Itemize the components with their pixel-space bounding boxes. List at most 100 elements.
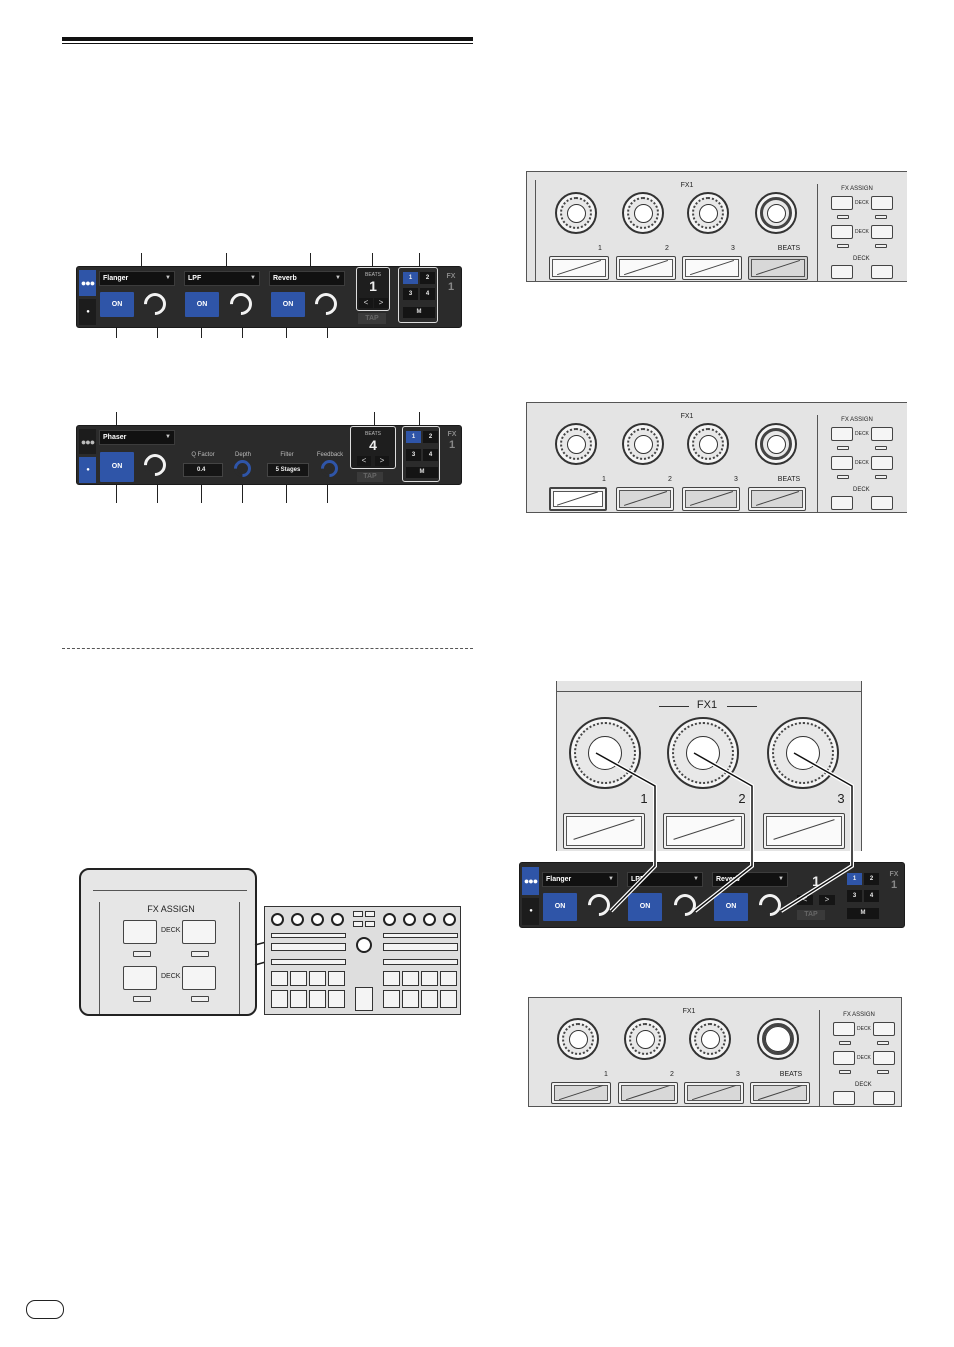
- param-value-1[interactable]: 0.4: [183, 463, 223, 477]
- effect-on-button-3[interactable]: ON: [714, 893, 748, 921]
- mode-multi-button[interactable]: ●●●: [79, 270, 96, 296]
- fx-assign-deck1-button[interactable]: [831, 427, 853, 441]
- beats-left-button[interactable]: <: [359, 298, 373, 308]
- fx-button-2[interactable]: [616, 487, 674, 511]
- feedback-knob-icon[interactable]: [317, 456, 342, 481]
- fx-assign-deck3-button[interactable]: [831, 456, 853, 470]
- mode-single-button[interactable]: ●: [522, 898, 539, 925]
- effect-level-knob-3-icon[interactable]: [310, 288, 342, 320]
- fx-slot-button-2[interactable]: 2: [420, 272, 435, 284]
- fx-knob-3-icon[interactable]: [689, 1018, 731, 1060]
- fx-knob-2-icon[interactable]: [667, 717, 739, 789]
- fx-slot-button-4[interactable]: 4: [864, 890, 879, 902]
- effect-level-knob-1-icon[interactable]: [139, 288, 171, 320]
- fx-slot-button-3[interactable]: 3: [403, 288, 418, 300]
- tap-button[interactable]: TAP: [358, 313, 386, 324]
- fx-slot-button-4[interactable]: 4: [423, 449, 438, 461]
- fx-knob-2-icon[interactable]: [622, 423, 664, 465]
- effect-level-knob-2-icon[interactable]: [225, 288, 257, 320]
- beats-left-button[interactable]: <: [357, 456, 371, 466]
- mode-multi-button[interactable]: ●●●: [79, 429, 96, 454]
- beats-knob-icon[interactable]: [757, 1018, 799, 1060]
- fx-knob-1-icon[interactable]: [555, 192, 597, 234]
- fx-assign-deck3-button[interactable]: [833, 1051, 855, 1065]
- beats-left-button[interactable]: <: [797, 895, 813, 905]
- fx-button-2[interactable]: [618, 1082, 678, 1104]
- fx-slot-button-3[interactable]: 3: [406, 449, 421, 461]
- beats-button[interactable]: [748, 256, 808, 280]
- fx-knob-1-icon[interactable]: [555, 423, 597, 465]
- fx-button-3[interactable]: [684, 1082, 744, 1104]
- fx-master-button[interactable]: M: [403, 307, 435, 318]
- fx-knob-2-icon[interactable]: [622, 192, 664, 234]
- fx-knob-1-icon[interactable]: [569, 717, 641, 789]
- effect-select-1[interactable]: Flanger▼: [99, 271, 175, 286]
- mode-multi-button[interactable]: ●●●: [522, 867, 539, 895]
- deck-select-button[interactable]: [831, 496, 853, 510]
- fx-master-button[interactable]: M: [406, 467, 438, 478]
- fx-button-3[interactable]: [682, 256, 742, 280]
- deck-select-button[interactable]: [833, 1091, 855, 1105]
- beats-right-button[interactable]: >: [819, 895, 835, 905]
- fx-slot-button-1[interactable]: 1: [847, 873, 862, 885]
- effect-select-1[interactable]: Flanger▼: [542, 872, 618, 887]
- fx-button-2[interactable]: [663, 813, 745, 849]
- fx-assign-deck2-button[interactable]: [873, 1022, 895, 1036]
- fx-assign-deck1-button[interactable]: [831, 196, 853, 210]
- param-value-3[interactable]: 5 Stages: [267, 463, 309, 477]
- fx-assign-deck1-button[interactable]: [833, 1022, 855, 1036]
- beats-button[interactable]: [748, 487, 806, 511]
- effect-select-3[interactable]: Reverb▼: [269, 271, 345, 286]
- effect-on-button-1[interactable]: ON: [100, 292, 134, 317]
- beats-button[interactable]: [750, 1082, 810, 1104]
- fx-assign-deck4-button[interactable]: [871, 456, 893, 470]
- fx-master-button[interactable]: M: [847, 908, 879, 919]
- effect-on-button-3[interactable]: ON: [271, 292, 305, 317]
- effect-select-2[interactable]: LPF▼: [184, 271, 260, 286]
- fx-button-3[interactable]: [763, 813, 845, 849]
- effect-select[interactable]: Phaser▼: [99, 430, 175, 445]
- fx-assign-deck1-button[interactable]: [123, 920, 157, 944]
- fx-slot-button-2[interactable]: 2: [423, 431, 438, 443]
- fx-assign-deck3-button[interactable]: [831, 225, 853, 239]
- fx-button-1[interactable]: [549, 487, 607, 511]
- effect-on-button-1[interactable]: ON: [543, 893, 577, 921]
- fx-button-1[interactable]: [549, 256, 609, 280]
- tap-button[interactable]: TAP: [357, 472, 383, 482]
- fx-knob-3-icon[interactable]: [767, 717, 839, 789]
- mode-single-button[interactable]: ●: [79, 457, 96, 483]
- fx-assign-deck3-button[interactable]: [123, 966, 157, 990]
- deck-select-button[interactable]: [871, 265, 893, 279]
- fx-assign-deck2-button[interactable]: [871, 196, 893, 210]
- fx-slot-button-3[interactable]: 3: [847, 890, 862, 902]
- beats-knob-icon[interactable]: [755, 192, 797, 234]
- fx-slot-button-1[interactable]: 1: [403, 272, 418, 284]
- fx-assign-deck2-button[interactable]: [182, 920, 216, 944]
- fx-button-2[interactable]: [616, 256, 676, 280]
- fx-assign-deck4-button[interactable]: [871, 225, 893, 239]
- fx-slot-button-1[interactable]: 1: [406, 431, 421, 443]
- depth-knob-icon[interactable]: [230, 456, 255, 481]
- beats-knob-icon[interactable]: [755, 423, 797, 465]
- beats-right-button[interactable]: >: [374, 298, 388, 308]
- fx-button-1[interactable]: [563, 813, 645, 849]
- beats-right-button[interactable]: >: [375, 456, 389, 466]
- fx-knob-1-icon[interactable]: [557, 1018, 599, 1060]
- deck-select-button[interactable]: [871, 496, 893, 510]
- fx-slot-button-4[interactable]: 4: [420, 288, 435, 300]
- deck-select-button[interactable]: [831, 265, 853, 279]
- mode-single-button[interactable]: ●: [79, 299, 96, 325]
- fx-slot-button-2[interactable]: 2: [864, 873, 879, 885]
- fx-button-3[interactable]: [682, 487, 740, 511]
- fx-assign-deck4-button[interactable]: [873, 1051, 895, 1065]
- fx-assign-deck2-button[interactable]: [871, 427, 893, 441]
- effect-level-knob-icon[interactable]: [139, 449, 171, 481]
- effect-on-button-2[interactable]: ON: [185, 292, 219, 317]
- effect-on-button-2[interactable]: ON: [628, 893, 662, 921]
- fx-assign-deck4-button[interactable]: [182, 966, 216, 990]
- fx-knob-3-icon[interactable]: [687, 192, 729, 234]
- tap-button[interactable]: TAP: [797, 910, 825, 920]
- fx-knob-2-icon[interactable]: [624, 1018, 666, 1060]
- deck-select-button[interactable]: [873, 1091, 895, 1105]
- fx-button-1[interactable]: [551, 1082, 611, 1104]
